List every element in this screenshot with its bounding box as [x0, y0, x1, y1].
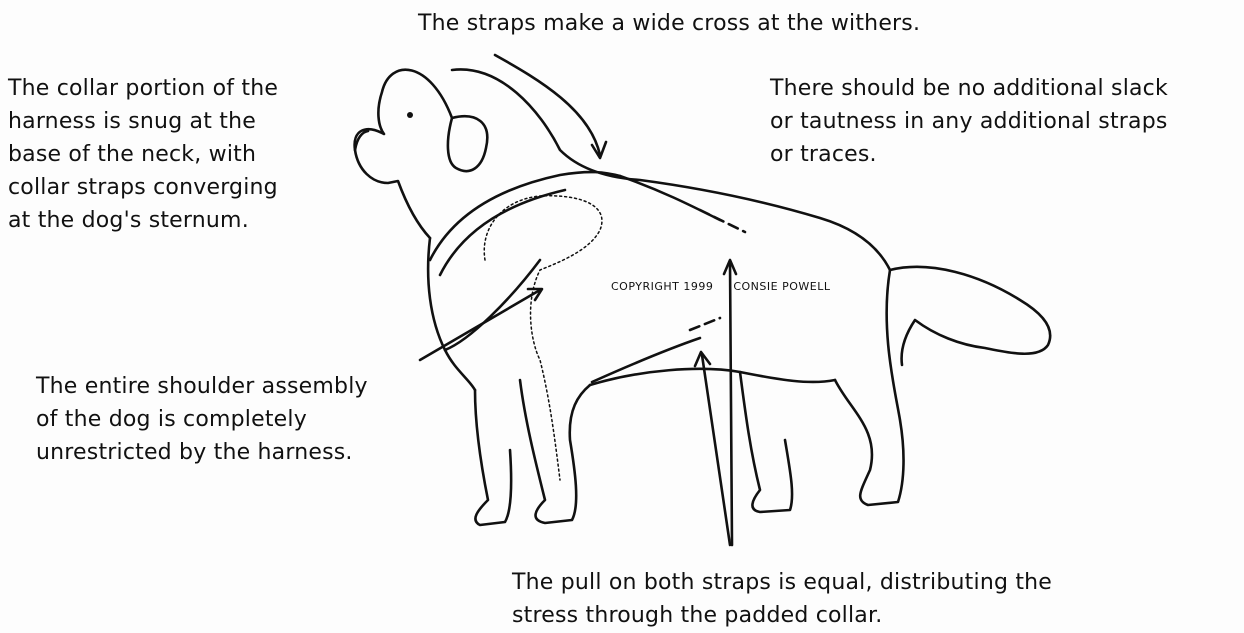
caption-no-slack: There should be no additional slack or t…: [770, 72, 1240, 171]
arrow-shoulder: [420, 290, 540, 360]
dog-front-leg-left: [475, 390, 511, 525]
copyright-year: COPYRIGHT 1999: [611, 280, 713, 293]
arrow-withers: [495, 55, 600, 155]
dog-eye: [407, 112, 413, 118]
copyright-notice: COPYRIGHT 1999 CONSIE POWELL: [611, 280, 851, 293]
dog-hind-leg-left: [740, 372, 792, 512]
arrow-pull-right: [730, 262, 732, 545]
harness-trace-dashed-upper: [700, 210, 745, 232]
caption-collar-portion: The collar portion of the harness is snu…: [8, 72, 348, 237]
caption-straps-cross: The straps make a wide cross at the with…: [418, 8, 1038, 40]
caption-shoulder-assembly: The entire shoulder assembly of the dog …: [36, 370, 416, 469]
dog-tail: [890, 267, 1050, 365]
dog-belly-outline: [590, 369, 835, 385]
copyright-author: CONSIE POWELL: [733, 280, 830, 293]
harness-side-strap-lower: [592, 338, 700, 382]
copyright-separator: [717, 280, 733, 293]
dog-ear: [448, 116, 487, 171]
caption-equal-pull: The pull on both straps is equal, distri…: [512, 566, 1212, 632]
arrow-pull-left: [702, 355, 730, 545]
harness-trace-dashed-lower: [690, 318, 720, 330]
dog-head-outline: [355, 70, 452, 238]
dog-hind-leg-right: [835, 270, 904, 505]
shoulder-bone-outline: [484, 196, 602, 480]
dog-front-leg-right: [520, 380, 590, 523]
dog-chest-outline: [428, 238, 475, 390]
harness-collar-strap-inner: [440, 190, 565, 275]
